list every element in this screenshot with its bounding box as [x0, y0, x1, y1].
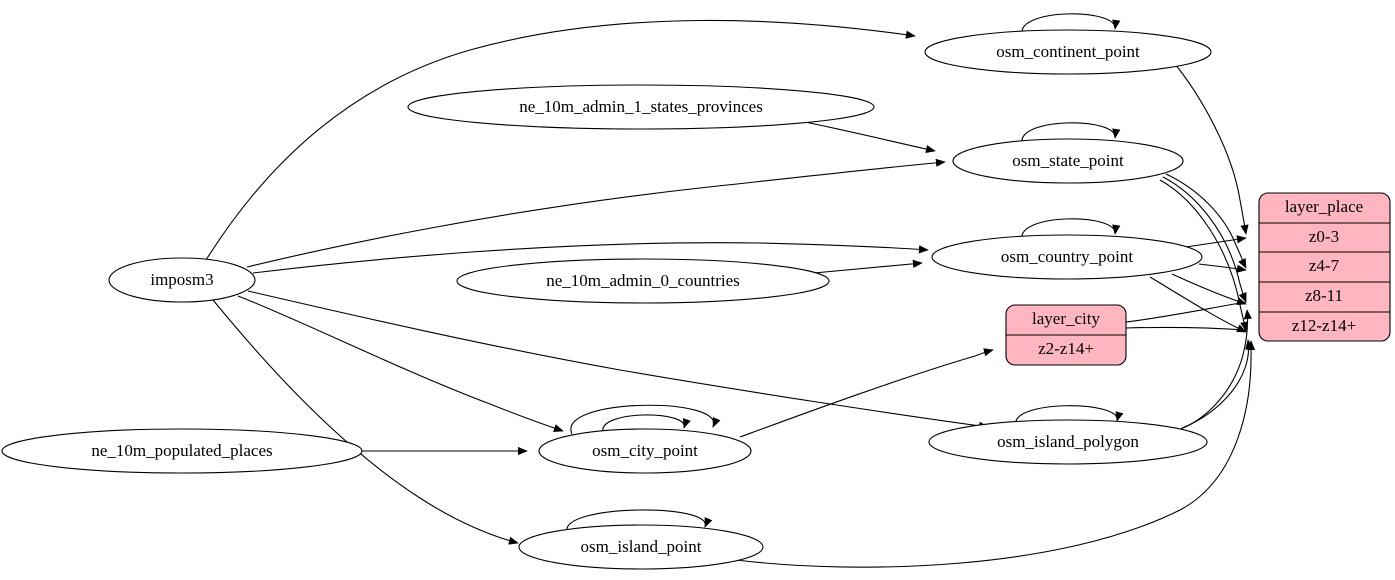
edge-osm_country_point-to-layer_place-z0-3 — [1185, 235, 1247, 248]
edge-osm_continent_point-self-loop — [1021, 13, 1121, 35]
record-node-layer: layer_city z2-z14+ layer_place z0-3 z4-7… — [1005, 192, 1391, 366]
node-layer_city-header: layer_city — [1032, 309, 1100, 328]
node-osm_state_point-label: osm_state_point — [1012, 151, 1124, 170]
edge-osm_island_polygon-self-loop — [1015, 405, 1124, 426]
node-osm_island_polygon-label: osm_island_polygon — [997, 432, 1139, 451]
edge-osm_city_point-to-layer_city-z2-z14plus — [739, 348, 994, 438]
edge-imposm3-to-osm_island_polygon — [247, 290, 989, 430]
node-layer_city-row-z2-z14plus[interactable]: z2-z14+ — [1038, 339, 1094, 358]
edge-osm_country_point-self-loop — [1021, 218, 1121, 240]
edge-ne_10m_admin_0_countries-to-osm_country_point — [813, 259, 923, 274]
edge-osm_island_point-to-layer_place-z12-z14plus — [735, 340, 1256, 568]
node-osm_island_polygon[interactable]: osm_island_polygon — [928, 419, 1208, 465]
node-osm_country_point-label: osm_country_point — [1001, 247, 1133, 266]
node-ne_10m_admin_1_states_provinces[interactable]: ne_10m_admin_1_states_provinces — [407, 84, 875, 130]
edge-osm_city_point-self-loop-outer — [570, 404, 721, 435]
edge-ne_10m_admin_1_states_provinces-to-osm_state_point — [799, 120, 936, 154]
edge-strand-layer_city-right-b — [1125, 326, 1247, 331]
node-layer_place-row-z4-7[interactable]: z4-7 — [1309, 256, 1340, 275]
node-ne_10m_admin_1_states_provinces-label: ne_10m_admin_1_states_provinces — [519, 97, 763, 116]
node-ne_10m_admin_0_countries[interactable]: ne_10m_admin_0_countries — [456, 258, 830, 304]
node-layer_place-row-z12-z14plus[interactable]: z12-z14+ — [1292, 316, 1356, 335]
edge-imposm3-to-osm_island_point — [212, 299, 519, 545]
node-osm_continent_point[interactable]: osm_continent_point — [924, 29, 1212, 75]
edge-osm_country_point-to-layer_place-z8-11 — [1171, 273, 1247, 306]
node-layer_city[interactable]: layer_city z2-z14+ — [1005, 304, 1127, 366]
edge-osm_state_point-self-loop — [1021, 122, 1121, 144]
edge-imposm3-to-osm_state_point — [246, 158, 946, 268]
node-osm_country_point[interactable]: osm_country_point — [931, 234, 1203, 280]
edge-osm_city_point-self-loop-inner — [602, 414, 691, 433]
node-osm_city_point[interactable]: osm_city_point — [538, 428, 752, 474]
node-layer_place-header: layer_place — [1285, 197, 1363, 216]
edge-osm_island_point-self-loop — [566, 509, 713, 533]
edge-osm_country_point-to-layer_place-z12-z14plus — [1149, 276, 1247, 333]
edge-osm_country_point-to-layer_place-z4-7 — [1198, 263, 1247, 273]
node-layer_place-row-z8-11[interactable]: z8-11 — [1305, 286, 1343, 305]
node-osm_continent_point-label: osm_continent_point — [996, 42, 1140, 61]
edge-imposm3-to-osm_city_point — [237, 295, 564, 433]
edge-layer — [205, 13, 1256, 568]
edge-osm_state_point-to-layer_place-z12-z14plus — [1159, 179, 1249, 332]
node-layer_place[interactable]: layer_place z0-3 z4-7 z8-11 z12-z14+ — [1258, 192, 1391, 342]
node-imposm3[interactable]: imposm3 — [108, 257, 256, 303]
edge-osm_island_polygon-to-layer_place-z12-z14plus — [1181, 339, 1254, 429]
edge-osm_island_polygon-to-layer_place-z8-11 — [1177, 309, 1253, 431]
node-layer_place-row-z0-3[interactable]: z0-3 — [1309, 227, 1339, 246]
node-layer: imposm3 ne_10m_admin_1_states_provinces … — [1, 29, 1212, 570]
node-ne_10m_admin_0_countries-label: ne_10m_admin_0_countries — [546, 271, 740, 290]
edge-imposm3-to-osm_country_point — [252, 242, 929, 274]
node-ne_10m_populated_places[interactable]: ne_10m_populated_places — [1, 428, 363, 474]
edge-osm_continent_point-to-layer_place-z0-3 — [1174, 63, 1249, 235]
edge-osm_state_point-to-layer_place-z8-11 — [1162, 176, 1247, 303]
node-osm_state_point[interactable]: osm_state_point — [952, 138, 1184, 184]
edge-imposm3-to-osm_continent_point — [205, 19, 916, 261]
edge-osm_state_point-to-layer_place-z4-7 — [1165, 173, 1247, 269]
node-osm_island_point-label: osm_island_point — [581, 537, 702, 556]
edge-strand-layer_city-right-a — [1125, 301, 1247, 323]
node-ne_10m_populated_places-label: ne_10m_populated_places — [91, 441, 272, 460]
node-imposm3-label: imposm3 — [150, 270, 213, 289]
node-osm_island_point[interactable]: osm_island_point — [518, 524, 764, 570]
node-osm_city_point-label: osm_city_point — [592, 441, 698, 460]
